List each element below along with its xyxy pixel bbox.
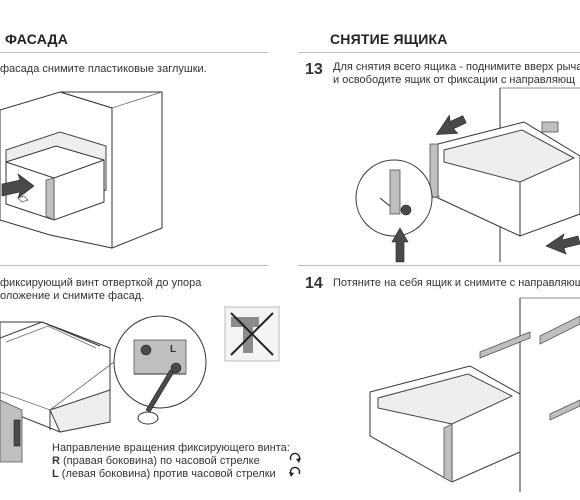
step-14-text: Потяните на себя ящик и снимите с направ… [333, 277, 580, 289]
rotation-note-l-letter: L [52, 468, 59, 480]
step-13-number: 13 [305, 61, 323, 78]
clockwise-icon [289, 452, 301, 463]
figure-release-drawer [355, 87, 580, 263]
rotation-note-r: R (правая боковина) по часовой стрелке [52, 455, 260, 468]
step-remove-caps-text: фасада снимите пластиковые заглушки. [0, 63, 207, 75]
rotation-note-r-letter: R [52, 455, 60, 467]
figure-remove-caps [0, 91, 163, 249]
heading-underline-left [0, 52, 268, 53]
rotation-note-l: L (левая боковина) против часовой стрелк… [52, 468, 276, 481]
rotation-note-title: Направление вращения фиксирующего винта: [52, 442, 290, 454]
step-14-number: 14 [305, 275, 323, 292]
figure-unscrew-facade [0, 315, 207, 463]
step-13-line2: и освободите ящик от фиксации с направля… [333, 74, 576, 86]
figure-pull-drawer [369, 297, 580, 492]
rotation-note-r-text: (правая боковина) по часовой стрелке [59, 455, 260, 467]
section-heading-right: СНЯТИЕ ЯЩИКА [330, 31, 448, 47]
step-divider-right [298, 265, 580, 266]
section-heading-left: ФАСАДА [5, 31, 69, 47]
counterclockwise-icon [289, 466, 301, 477]
step-unscrew-line2: оложение и снимите фасад. [0, 290, 145, 302]
heading-underline-right [298, 52, 580, 53]
step-13-line1: Для снятия всего ящика - поднимите вверх… [333, 61, 580, 73]
step-divider-left [0, 265, 268, 266]
step-unscrew-line1: фиксирующий винт отверткой до упора [0, 277, 202, 289]
prohibited-icon [224, 306, 280, 362]
label-L: L [170, 344, 177, 355]
rotation-note-l-text: (левая боковина) против часовой стрелки [58, 468, 276, 480]
